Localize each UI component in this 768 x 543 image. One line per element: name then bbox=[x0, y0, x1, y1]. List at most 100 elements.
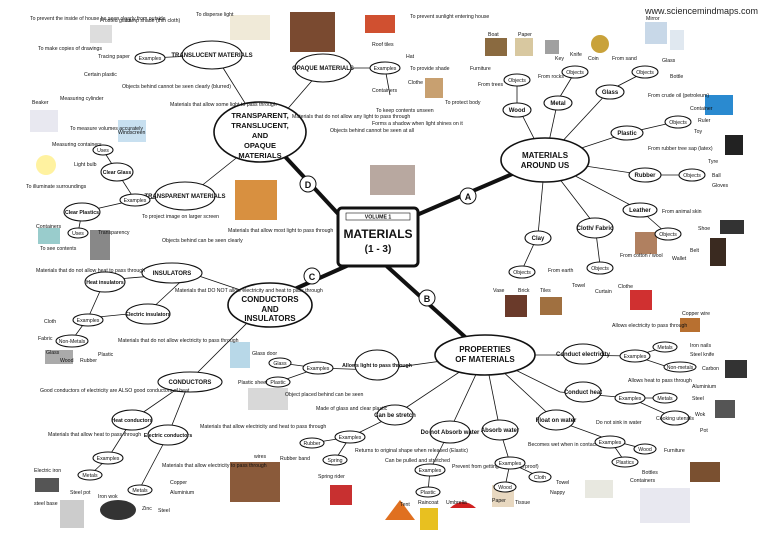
carbon-photo bbox=[725, 360, 747, 378]
electric-iron-label: Electric iron bbox=[34, 468, 61, 474]
elec-examples: Examples bbox=[624, 354, 647, 360]
tto-section: TRANSPARENT, TRANSLUCENT, AND OPAQUE MAT… bbox=[26, 12, 489, 252]
shoe-photo bbox=[720, 220, 744, 234]
umbrella-photo bbox=[450, 502, 476, 508]
tiles-label: Tiles bbox=[540, 288, 551, 294]
paper-photo bbox=[515, 38, 533, 56]
cooking-utensils: Cooking utensils bbox=[656, 416, 694, 422]
mirror-photo bbox=[645, 22, 667, 44]
curtain-label: Curtain bbox=[595, 289, 612, 295]
shoe-label: Shoe bbox=[698, 226, 710, 232]
gloves-label: Gloves bbox=[712, 183, 729, 189]
to-see-label: To see contents bbox=[40, 246, 77, 252]
plastic-sheet-label: Plastic sheet bbox=[238, 380, 268, 386]
bottle-label: Bottle bbox=[670, 74, 683, 80]
boat-photo bbox=[485, 38, 507, 56]
certain-plastic-label: Certain plastic bbox=[84, 72, 117, 78]
bulb-photo bbox=[36, 155, 56, 175]
elec-con-desc: Materials that allow electricity to pass… bbox=[162, 463, 267, 469]
door-photo bbox=[290, 12, 335, 52]
metal-objects: Objects bbox=[566, 70, 584, 76]
light-plastic: Plastic bbox=[270, 380, 286, 386]
translucent-node: TRANSLUCENT MATERIALS bbox=[171, 53, 252, 59]
from-crude: From crude oil (petroleum) bbox=[648, 93, 709, 99]
wok-photo bbox=[715, 400, 735, 418]
translucent-desc: Materials that allow some light to pass … bbox=[170, 102, 277, 108]
to-prevent-sun-label: To prevent sunlight entering house bbox=[410, 14, 489, 20]
to-protect-label: To protect body bbox=[445, 100, 481, 106]
to-project-label: To project image on larger screen bbox=[142, 214, 219, 220]
tto-title-1: TRANSPARENT, bbox=[231, 111, 288, 120]
glass-door-label: Glass door bbox=[252, 351, 277, 357]
windscreen-photo bbox=[118, 120, 146, 142]
steel-pot-label: Steel pot bbox=[70, 490, 91, 496]
coin-label: Coin bbox=[588, 56, 599, 62]
furniture-photo bbox=[690, 462, 720, 482]
clay-objects: Objects bbox=[513, 270, 531, 276]
float-wood: Wood bbox=[638, 447, 652, 453]
conductors-node: CONDUCTORS bbox=[169, 380, 212, 386]
roof-tiles-label: Roof tiles bbox=[372, 42, 394, 48]
elec-metals: Metals bbox=[657, 345, 673, 351]
to-keep-label: To keep contents unseen bbox=[376, 108, 434, 114]
to-illuminate-label: To illuminate surroundings bbox=[26, 184, 87, 190]
center-subtitle: (1 - 3) bbox=[365, 244, 392, 255]
measuring-label: Measuring containers bbox=[52, 142, 102, 148]
insulator-photo bbox=[45, 350, 73, 364]
frosted-photo bbox=[90, 25, 112, 43]
rubber-band-photo bbox=[278, 473, 302, 497]
translucent-examples: Examples bbox=[139, 56, 162, 62]
light-bulb-label: Light bulb bbox=[74, 162, 97, 168]
cotton-photo bbox=[635, 232, 657, 254]
conductors-section: CONDUCTORS AND INSULATORS INSULATORS CON… bbox=[34, 262, 326, 514]
around-us-section: MATERIALS AROUND US Wood Metal Glass Pla… bbox=[470, 16, 729, 295]
umbrella-label: Umbrella bbox=[446, 500, 467, 506]
heat-ins-node: Heat insulators bbox=[86, 280, 124, 286]
ball-label: Ball bbox=[712, 173, 721, 179]
ins-non-metals: Non-Metals bbox=[59, 339, 86, 345]
candle-photo bbox=[235, 180, 277, 220]
glass-obj-label: Glass bbox=[662, 58, 676, 64]
photo-placeholders bbox=[30, 12, 747, 530]
letter-a: A bbox=[465, 192, 472, 202]
stretch-desc: Can be pulled and stretched bbox=[385, 458, 450, 464]
stretch-node: Can be stretch bbox=[374, 413, 416, 419]
iron-nails-label: Iron nails bbox=[690, 343, 711, 349]
wok-label: Wok bbox=[695, 412, 706, 418]
ins-fabric: Fabric bbox=[38, 336, 53, 342]
rubber-objects: Objects bbox=[683, 173, 701, 179]
clear-glass-node: Clear Glass bbox=[103, 170, 132, 176]
copper-wire-label: Copper wire bbox=[682, 311, 710, 317]
steel-con-label: Steel bbox=[158, 508, 170, 514]
properties-section: PROPERTIES OF MATERIALS Conduct electric… bbox=[238, 311, 719, 508]
wallet-label: Wallet bbox=[672, 256, 687, 262]
beaker-photo bbox=[30, 110, 58, 132]
vase-label: Vase bbox=[493, 288, 505, 294]
furniture-prop-label: Furniture bbox=[664, 448, 685, 454]
belt-label: Belt bbox=[690, 248, 699, 254]
containers-tto-label: Containers bbox=[372, 88, 397, 94]
site-url: www.sciencemindmaps.com bbox=[644, 6, 758, 16]
heat-con-desc: Materials that allow heat to pass throug… bbox=[48, 432, 141, 438]
props-title-1: PROPERTIES bbox=[459, 345, 511, 354]
cond-title-3: INSULATORS bbox=[244, 314, 296, 323]
metal-cubes-photo bbox=[230, 462, 280, 502]
volume-label: VOLUME 1 bbox=[365, 215, 392, 221]
mirror-label: Mirror bbox=[646, 16, 660, 22]
around-title-2: AROUND US bbox=[521, 161, 570, 170]
container-label: Container bbox=[690, 106, 713, 112]
clear-glass-uses: Uses bbox=[97, 148, 109, 154]
opaque-desc-2: Objects behind cannot be seen at all bbox=[330, 128, 414, 134]
wok-photo-2 bbox=[100, 500, 136, 520]
raincoat-photo bbox=[420, 508, 438, 530]
not-absorb-examples: Examples bbox=[419, 468, 442, 474]
not-absorb-node: Do not Absorb water bbox=[421, 430, 480, 436]
glass-objects: Objects bbox=[636, 70, 654, 76]
paper-label: Paper bbox=[518, 32, 532, 38]
knife-label: Knife bbox=[570, 52, 582, 58]
pot-label: Pot bbox=[700, 428, 708, 434]
absorb-cloth: Cloth bbox=[534, 475, 546, 481]
plastic-objects: Objects bbox=[669, 120, 687, 126]
float-plastics: Plastics bbox=[616, 460, 634, 466]
